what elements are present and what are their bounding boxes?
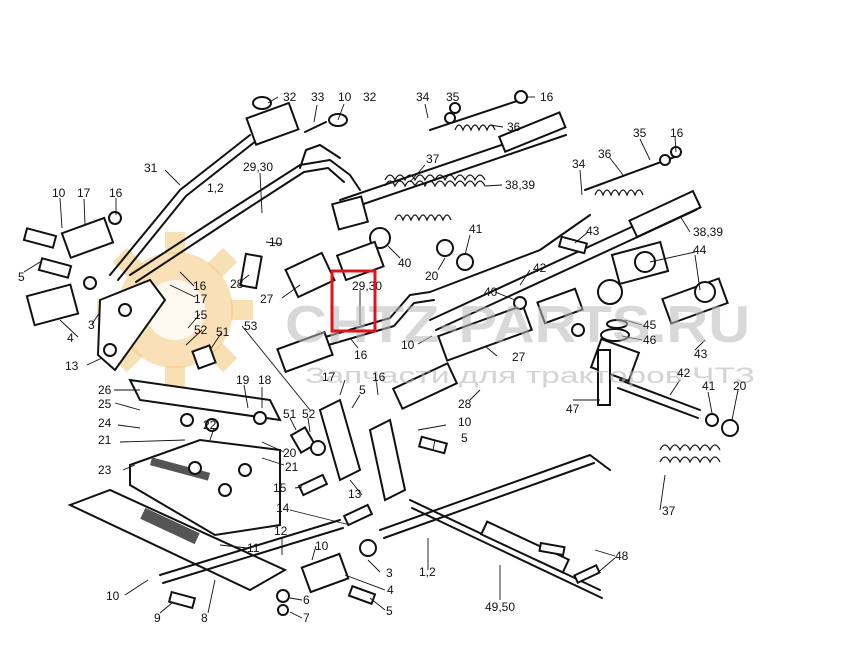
part-label: 13 xyxy=(348,487,362,501)
part-label: 40 xyxy=(398,256,412,270)
part-label: 6 xyxy=(303,593,310,607)
part-label: 23 xyxy=(98,463,112,477)
part-label: 51 xyxy=(216,325,230,339)
part-label: 46 xyxy=(643,333,657,347)
part-label: 16 xyxy=(372,370,386,384)
part-label: 20 xyxy=(425,269,439,283)
part-label: 27 xyxy=(512,350,526,364)
part-label: 21 xyxy=(98,433,112,447)
part-label: 3 xyxy=(386,566,393,580)
part-label: 44 xyxy=(693,243,707,257)
part-label: 37 xyxy=(662,504,676,518)
parts-illustration xyxy=(22,90,739,616)
part-label: 52 xyxy=(302,407,316,421)
part-label: 26 xyxy=(98,383,112,397)
part-label: 32 xyxy=(283,90,297,104)
part-label: 21 xyxy=(285,460,299,474)
part-label: 10 xyxy=(401,338,415,352)
part-label: 18 xyxy=(258,373,272,387)
part-label: 49,50 xyxy=(485,600,515,614)
part-label: 35 xyxy=(446,90,460,104)
part-label: 11 xyxy=(247,541,260,555)
part-label: 42 xyxy=(677,366,691,380)
part-label: 22 xyxy=(203,418,217,432)
part-label: 7 xyxy=(303,611,310,625)
part-label: 41 xyxy=(702,379,716,393)
part-label: 42 xyxy=(533,261,547,275)
watermark-tagline: Запчасти для тракторов ЧТЗ xyxy=(305,363,755,388)
part-label: 1,2 xyxy=(419,565,436,579)
part-label: 20 xyxy=(733,379,747,393)
part-label: 43 xyxy=(694,347,708,361)
part-label: 9 xyxy=(154,611,161,625)
part-label: 34 xyxy=(572,157,586,171)
part-label: 53 xyxy=(244,319,258,333)
leader-lines xyxy=(23,96,739,619)
part-label: 16 xyxy=(354,348,368,362)
part-label: 5 xyxy=(386,604,393,618)
part-label: 29,30 xyxy=(352,279,382,293)
highlight-box xyxy=(330,269,377,333)
part-label: 10 xyxy=(338,90,352,104)
part-label: 16 xyxy=(109,186,123,200)
part-label: 17 xyxy=(194,292,208,306)
part-label: 10 xyxy=(315,539,329,553)
part-label: 41 xyxy=(469,222,483,236)
part-label: 47 xyxy=(566,402,580,416)
part-label: 5 xyxy=(18,270,25,284)
part-label: 10 xyxy=(269,235,283,249)
part-label: 4 xyxy=(67,331,74,345)
part-label: 15 xyxy=(194,308,208,322)
part-label: 10 xyxy=(458,415,472,429)
part-label: 38,39 xyxy=(693,225,723,239)
part-label: 10 xyxy=(52,186,66,200)
part-label: 40 xyxy=(484,285,498,299)
part-label: 43 xyxy=(586,224,600,238)
part-label: 19 xyxy=(236,373,250,387)
part-label: 36 xyxy=(598,147,612,161)
part-label: 3 xyxy=(88,318,95,332)
part-label: 5 xyxy=(461,431,468,445)
part-label: 48 xyxy=(615,549,629,563)
part-labels: 32 33 10 32 34 35 16 36 31 1,2 29,30 37 … xyxy=(18,90,747,625)
part-label: 16 xyxy=(193,279,207,293)
part-label: 36 xyxy=(507,120,521,134)
part-label: 31 xyxy=(144,161,158,175)
part-label: 25 xyxy=(98,397,112,411)
part-label: 28 xyxy=(230,277,244,291)
part-label: 13 xyxy=(65,359,79,373)
part-label: 52 xyxy=(194,323,208,337)
part-label: 12 xyxy=(274,524,288,538)
part-label: 28 xyxy=(458,397,472,411)
part-label: 10 xyxy=(106,589,120,603)
part-label: 51 xyxy=(283,407,297,421)
watermark-brand: CHTZ-PARTS.RU xyxy=(285,296,750,354)
part-label: 16 xyxy=(670,126,684,140)
part-label: 27 xyxy=(260,292,274,306)
part-label: 29,30 xyxy=(243,160,273,174)
part-label: 17 xyxy=(322,370,336,384)
part-label: 45 xyxy=(643,318,657,332)
part-label: 38,39 xyxy=(505,178,535,192)
part-label: 8 xyxy=(201,611,208,625)
part-label: 37 xyxy=(426,152,440,166)
part-label: 14 xyxy=(276,501,290,515)
part-label: 4 xyxy=(387,583,394,597)
part-label: 20 xyxy=(283,446,297,460)
part-label: 33 xyxy=(311,90,325,104)
part-label: 34 xyxy=(416,90,430,104)
part-label: 24 xyxy=(98,416,112,430)
part-label: 32 xyxy=(363,90,377,104)
part-label: 35 xyxy=(633,126,647,140)
part-label: 5 xyxy=(359,383,366,397)
part-label: 17 xyxy=(77,186,91,200)
part-label: 1,2 xyxy=(207,181,224,195)
part-label: 16 xyxy=(540,90,554,104)
part-label: 15 xyxy=(273,481,287,495)
